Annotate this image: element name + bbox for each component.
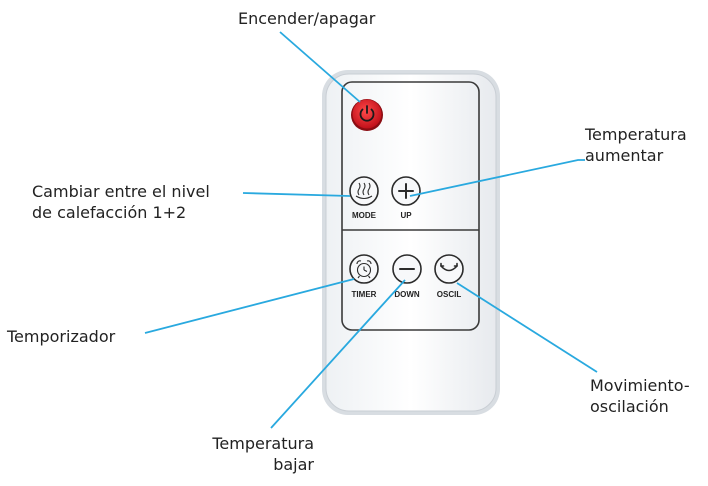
oscillation-arc-icon bbox=[440, 262, 458, 272]
label-mode: Cambiar entre el nivel de calefacción 1+… bbox=[32, 181, 210, 223]
mode-button-label: MODE bbox=[352, 211, 377, 220]
label-temp-down-line2: bajar bbox=[273, 455, 314, 474]
remote-body bbox=[322, 70, 500, 415]
up-button[interactable]: UP bbox=[391, 176, 421, 220]
alarm-clock-icon bbox=[356, 260, 372, 279]
label-power: Encender/apagar bbox=[238, 8, 375, 29]
leader-line-down bbox=[270, 279, 406, 429]
down-button[interactable]: DOWN bbox=[392, 254, 422, 299]
leader-line-up bbox=[409, 159, 585, 197]
leader-lines bbox=[144, 31, 598, 429]
mode-button[interactable]: MODE bbox=[349, 176, 379, 220]
leader-line-timer bbox=[144, 278, 355, 334]
label-oscillation-line1: Movimiento- bbox=[590, 376, 690, 395]
up-button-label: UP bbox=[400, 211, 412, 220]
label-temp-down-line1: Temperatura bbox=[212, 434, 314, 453]
label-oscillation-line2: oscilación bbox=[590, 397, 669, 416]
power-button[interactable] bbox=[351, 99, 383, 131]
label-timer-text: Temporizador bbox=[7, 327, 116, 346]
button-panel-frame bbox=[341, 81, 480, 331]
timer-button-label: TIMER bbox=[352, 290, 377, 299]
label-power-text: Encender/apagar bbox=[238, 9, 376, 28]
leader-line-oscil bbox=[456, 282, 598, 373]
label-oscillation: Movimiento- oscilación bbox=[590, 375, 690, 417]
label-temp-up-line2: aumentar bbox=[585, 146, 664, 165]
leader-line-mode bbox=[242, 192, 351, 197]
oscil-button-label: OSCIL bbox=[437, 290, 462, 299]
heat-waves-icon bbox=[355, 182, 373, 200]
oscil-button[interactable]: OSCIL bbox=[434, 254, 464, 299]
label-temp-up-line1: Temperatura bbox=[585, 125, 687, 144]
plus-icon bbox=[398, 183, 414, 199]
label-temp-up: Temperatura aumentar bbox=[585, 124, 687, 166]
down-button-label: DOWN bbox=[394, 290, 420, 299]
timer-button[interactable]: TIMER bbox=[349, 254, 379, 299]
label-temp-down: Temperatura bajar bbox=[200, 433, 314, 475]
label-timer: Temporizador bbox=[7, 326, 115, 347]
leader-line-power bbox=[279, 31, 361, 103]
power-icon bbox=[359, 105, 375, 122]
label-mode-line2: de calefacción 1+2 bbox=[32, 203, 187, 222]
label-mode-line1: Cambiar entre el nivel bbox=[32, 182, 210, 201]
